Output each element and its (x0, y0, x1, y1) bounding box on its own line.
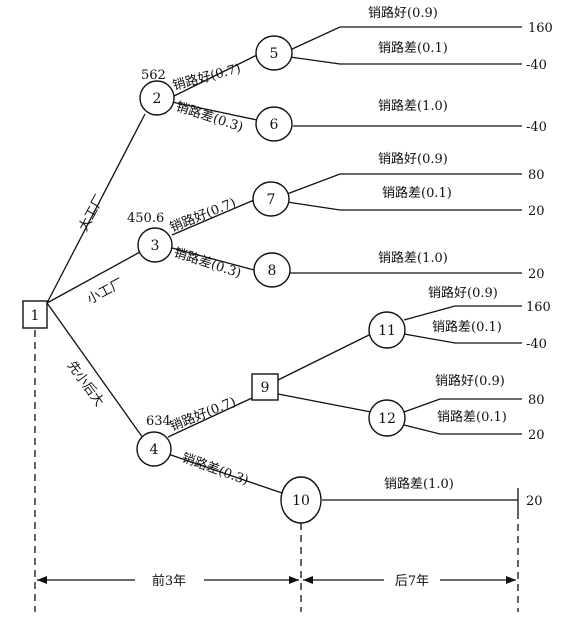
expected-value-node-3: 450.6 (127, 211, 164, 226)
chance-node-7: 7 (252, 181, 290, 217)
chance-node-3: 3 (137, 227, 173, 263)
decision-node-1: 1 (22, 300, 48, 329)
payoff-10: 20 (526, 494, 543, 509)
svg-text:5: 5 (270, 46, 279, 62)
arrowhead-right-start (303, 576, 313, 584)
branch-label-8: 销路差(1.0) (378, 250, 448, 266)
timeline-label-second-period: 后7年 (395, 574, 429, 589)
payoff-12-good: 80 (528, 393, 545, 408)
edge-5-bad (289, 56, 522, 65)
payoff-6: -40 (526, 120, 547, 135)
chance-node-11: 11 (368, 311, 406, 349)
branch-label-7-bad: 销路差(0.1) (382, 185, 452, 201)
edge-11-bad (403, 333, 522, 344)
branch-label-11-good: 销路好(0.9) (428, 285, 498, 301)
edge-2-6 (171, 101, 258, 121)
arrowhead-left-start (37, 576, 47, 584)
chance-node-10: 10 (280, 476, 322, 524)
edge-4-9 (167, 397, 253, 438)
payoff-7-bad: 20 (528, 204, 545, 219)
payoff-5-good: 160 (528, 21, 553, 36)
branch-label-5-good: 销路好(0.9) (368, 5, 438, 21)
branch-label-6: 销路差(1.0) (378, 98, 448, 114)
chance-node-12: 12 (368, 399, 406, 437)
edge-12-bad (403, 424, 522, 435)
branch-label-2-bad: 销路差(0.3) (174, 99, 245, 136)
edge-12-good (403, 398, 522, 413)
payoff-8: 20 (528, 267, 545, 282)
branch-label-4-good: 销路好(0.7) (168, 394, 239, 435)
svg-text:8: 8 (268, 263, 277, 279)
arrowhead-right-end (506, 576, 516, 584)
branch-label-12-good: 销路好(0.9) (435, 373, 505, 389)
svg-text:12: 12 (378, 411, 396, 427)
edge-9-12 (277, 393, 372, 413)
payoff-11-bad: -40 (526, 337, 547, 352)
edge-11-good (403, 305, 522, 321)
chance-node-6: 6 (255, 106, 293, 142)
chance-node-2: 2 (139, 80, 175, 116)
payoff-11-good: 160 (526, 300, 551, 315)
branch-label-10: 销路差(1.0) (384, 476, 454, 492)
branch-label-4-bad: 销路差(0.3) (180, 450, 251, 489)
branch-label-12-bad: 销路差(0.1) (437, 409, 507, 425)
branch-label-5-bad: 销路差(0.1) (378, 40, 448, 56)
alt-label-small-factory: 小工厂 (85, 276, 126, 308)
alt-label-big-factory: 大工厂 (76, 192, 108, 233)
edge-1-4 (46, 302, 144, 439)
branch-label-7-good: 销路好(0.9) (378, 151, 448, 167)
timeline-label-first-period: 前3年 (152, 573, 186, 589)
edge-1-3 (46, 251, 141, 304)
svg-text:7: 7 (267, 192, 276, 208)
decision-node-9: 9 (251, 373, 279, 401)
arrowhead-left-end (289, 576, 299, 584)
edge-3-7 (171, 199, 255, 236)
edge-7-good (286, 173, 522, 195)
svg-text:3: 3 (151, 238, 160, 254)
chance-node-4: 4 (136, 431, 172, 467)
expected-value-node-4: 634 (146, 414, 171, 429)
svg-text:10: 10 (292, 493, 310, 509)
edge-1-2 (46, 113, 146, 304)
svg-text:4: 4 (150, 442, 159, 458)
svg-text:11: 11 (378, 323, 396, 339)
edge-3-8 (171, 247, 255, 271)
edge-2-5 (171, 54, 258, 98)
svg-text:9: 9 (261, 380, 270, 396)
chance-node-8: 8 (253, 252, 291, 288)
chance-node-5: 5 (255, 35, 293, 71)
branch-label-3-good: 销路好(0.7) (168, 195, 239, 236)
payoff-12-bad: 20 (528, 428, 545, 443)
edge-5-good (289, 26, 522, 51)
branch-label-11-bad: 销路差(0.1) (432, 319, 502, 335)
svg-text:6: 6 (270, 117, 279, 133)
svg-text:2: 2 (153, 91, 162, 107)
payoff-7-good: 80 (528, 168, 545, 183)
svg-text:1: 1 (31, 308, 40, 324)
branch-label-2-good: 销路好(0.7) (171, 60, 243, 94)
branch-label-3-bad: 销路差(0.3) (172, 245, 243, 282)
edge-7-bad (286, 201, 522, 211)
payoff-5-bad: -40 (526, 58, 547, 73)
edge-4-10 (167, 453, 283, 494)
alt-label-small-then-big: 先小后大 (64, 359, 107, 410)
edge-9-11 (277, 333, 372, 381)
expected-value-node-2: 562 (141, 68, 166, 83)
